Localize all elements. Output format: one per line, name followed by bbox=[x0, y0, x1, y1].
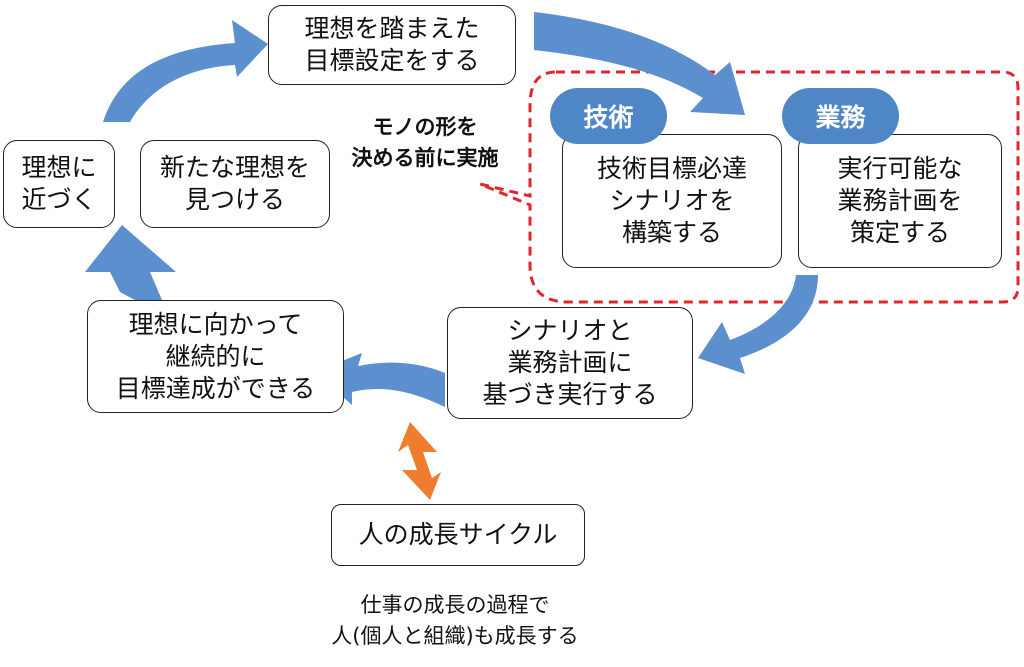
business-plan-line-1: 実行可能な bbox=[837, 154, 963, 183]
cycle-arrow-to-goal bbox=[103, 20, 268, 122]
tech-tag: 技術 bbox=[550, 88, 667, 144]
callout-note: モノの形を 決める前に実施 bbox=[337, 112, 513, 174]
find-new-ideal-line-2: 見つける bbox=[184, 185, 285, 214]
approach-ideal-line-1: 理想に bbox=[21, 153, 97, 182]
execute-plan-box: シナリオと 業務計画に 基づき実行する bbox=[447, 307, 693, 419]
cycle-arrow-to-execute bbox=[698, 275, 818, 374]
caption-line-2: 人(個人と組織)も成長する bbox=[331, 624, 579, 648]
human-growth-box: 人の成長サイクル bbox=[331, 504, 585, 566]
set-goal-line-1: 理想を踏まえた bbox=[304, 14, 480, 43]
set-goal-line-2: 目標設定をする bbox=[304, 46, 480, 75]
human-growth-label: 人の成長サイクル bbox=[358, 520, 558, 549]
tech-scenario-line-2: シナリオを bbox=[609, 186, 735, 215]
set-goal-box: 理想を踏まえた 目標設定をする bbox=[268, 5, 516, 85]
dashed-callout-outline bbox=[479, 70, 1020, 304]
caption-line-1: 仕事の成長の過程で bbox=[360, 593, 550, 617]
approach-ideal-box: 理想に 近づく bbox=[3, 140, 115, 228]
callout-line-1: モノの形を bbox=[372, 115, 478, 139]
cycle-arrow-to-achieve bbox=[315, 353, 445, 407]
execute-plan-line-2: 業務計画に bbox=[507, 348, 633, 377]
continuous-achieve-line-3: 目標達成ができる bbox=[115, 373, 316, 403]
continuous-achieve-box: 理想に向かって 継続的に 目標達成ができる bbox=[87, 300, 344, 413]
business-plan-line-2: 業務計画を bbox=[837, 186, 963, 215]
business-plan-box: 実行可能な 業務計画を 策定する bbox=[798, 134, 1002, 268]
execute-plan-line-3: 基づき実行する bbox=[482, 380, 658, 409]
cycle-arrow-up bbox=[85, 225, 176, 300]
approach-ideal-line-2: 近づく bbox=[21, 185, 97, 214]
cycle-arrow-to-planning bbox=[534, 12, 745, 115]
tech-scenario-line-1: 技術目標必達 bbox=[596, 154, 747, 183]
callout-line-2: 決める前に実施 bbox=[351, 146, 499, 170]
business-tag: 業務 bbox=[782, 88, 899, 144]
tech-scenario-box: 技術目標必達 シナリオを 構築する bbox=[562, 134, 782, 268]
continuous-achieve-line-2: 継続的に bbox=[165, 341, 266, 371]
execute-plan-line-1: シナリオと bbox=[507, 316, 633, 345]
two-way-arrow bbox=[398, 422, 441, 500]
tech-scenario-line-3: 構築する bbox=[621, 218, 722, 247]
growth-caption: 仕事の成長の過程で 人(個人と組織)も成長する bbox=[280, 590, 630, 652]
continuous-achieve-line-1: 理想に向かって bbox=[128, 309, 303, 339]
business-plan-line-3: 策定する bbox=[849, 218, 950, 247]
find-new-ideal-line-1: 新たな理想を bbox=[159, 153, 310, 182]
find-new-ideal-box: 新たな理想を 見つける bbox=[140, 140, 330, 228]
